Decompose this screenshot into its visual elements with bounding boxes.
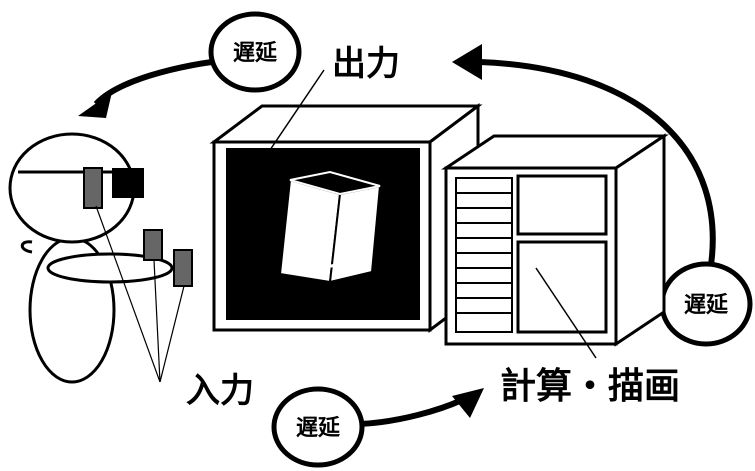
delay-bubble-right: 遅延	[659, 261, 753, 347]
sensor-hand-1	[143, 229, 163, 261]
delay-label-right: 遅延	[684, 293, 729, 318]
delay-bubble-bottom: 遅延	[271, 386, 365, 468]
user-with-hmd-icon	[8, 132, 193, 384]
output-pointer-line	[269, 69, 325, 151]
delay-label-top: 遅延	[233, 41, 278, 66]
input-label: 入力	[186, 371, 254, 411]
delay-label-bottom: 遅延	[296, 416, 341, 441]
sensor-head	[83, 167, 103, 209]
top-right-delay-arrow	[452, 44, 716, 273]
monitor-icon	[209, 103, 483, 333]
computer-tower-icon	[441, 133, 669, 347]
vent-grille	[456, 192, 512, 314]
compute-render-label: 計算・描画	[500, 366, 680, 407]
hmd-display	[112, 168, 144, 198]
compute-pointer-line	[535, 267, 597, 359]
delay-bubble-top: 遅延	[208, 11, 302, 93]
input-pointer-lines	[95, 205, 185, 383]
output-label: 出力	[332, 44, 400, 84]
cube-icon	[278, 170, 382, 284]
bottom-delay-arrow	[359, 388, 484, 427]
sensor-hand-2	[173, 249, 193, 287]
